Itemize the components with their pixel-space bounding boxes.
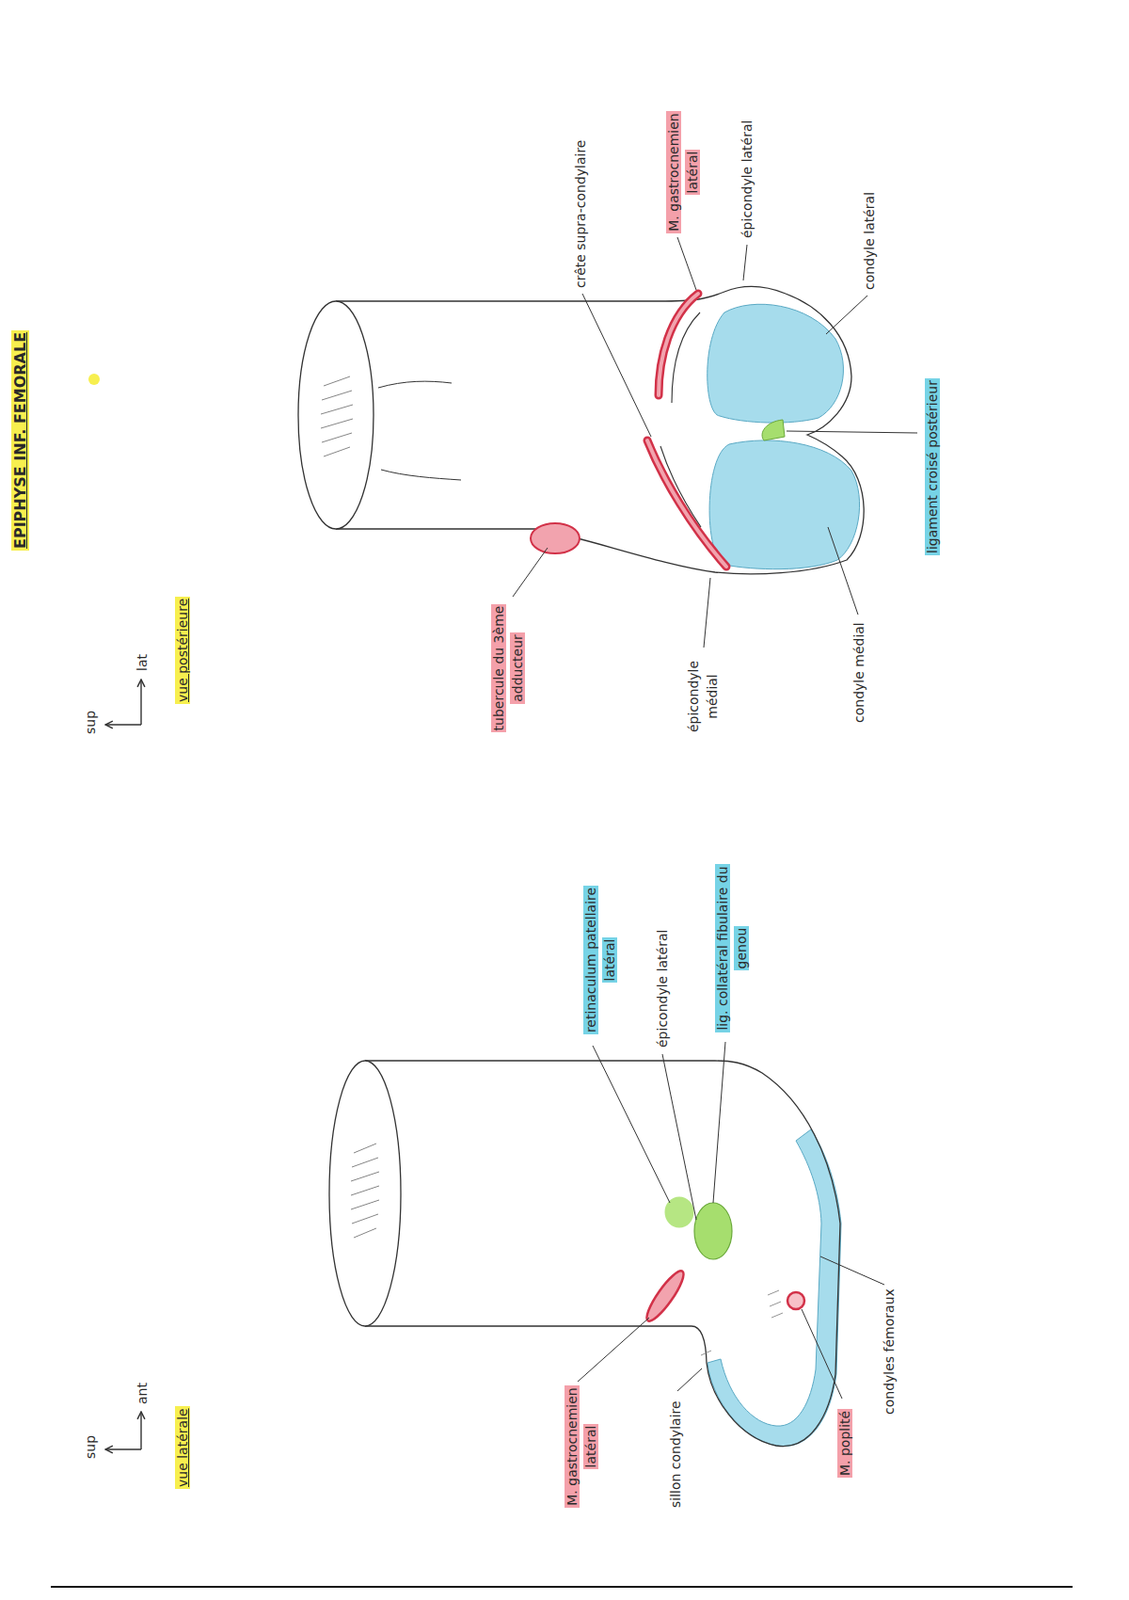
cartilage	[707, 1129, 842, 1447]
leader-lines	[577, 1041, 885, 1399]
part-label: sillon condylaire	[667, 1398, 684, 1510]
highlight-dot	[88, 373, 100, 385]
view-title: vue postérieure	[174, 596, 191, 704]
axis-arrow	[140, 1411, 142, 1449]
muscle-insertion	[530, 523, 580, 554]
shaft-section	[298, 301, 374, 529]
label-box: vue postérieure	[173, 596, 192, 704]
label-box: retinaculum patellaire latéral	[581, 870, 620, 1050]
hatching	[350, 1143, 380, 1238]
muscle-label: M. poplité	[837, 1408, 853, 1478]
axis-label: sup	[82, 708, 98, 736]
label-box: ant	[132, 1380, 152, 1406]
ligament-insertion	[762, 419, 785, 441]
label-box: vue latérale	[173, 1405, 192, 1489]
label-box: M. gastrocnemien latéral	[562, 1375, 601, 1517]
label-box: ligament croisé postérieur	[922, 378, 942, 556]
hatching	[700, 1289, 783, 1355]
condyle-cartilage	[709, 440, 859, 570]
part-label: condyle médial	[851, 620, 867, 725]
muscle-insertion	[641, 1266, 689, 1325]
axis-arrow	[140, 679, 142, 725]
label-box: condyle médial	[849, 620, 869, 725]
part-label: condyle latéral	[861, 190, 877, 292]
supracondylar-ridge	[660, 445, 701, 527]
page-rule	[50, 1585, 1073, 1588]
label-box: condyles fémoraux	[879, 1286, 899, 1416]
muscle-label: M. gastrocnemien latéral	[564, 1384, 599, 1507]
part-label: condyles fémoraux	[881, 1286, 897, 1416]
condyle-cartilage	[707, 303, 844, 423]
ligament-label: retinaculum patellaire latéral	[583, 885, 618, 1034]
label-box: lat	[132, 651, 152, 673]
label-box: M. gastrocnemien latéral	[664, 92, 702, 253]
hatching	[320, 376, 353, 457]
bone-ridge	[378, 381, 452, 388]
ligament-label: lig. collatéral fibulaire du genou	[715, 863, 749, 1032]
axis-arrow	[105, 723, 142, 725]
page-title: EPIPHYSE INF. FEMORALE	[11, 330, 30, 551]
axis-arrows	[105, 679, 142, 1449]
label-box: M. poplité	[835, 1408, 855, 1478]
muscle-insertion	[647, 440, 727, 567]
label-box: condyle latéral	[859, 190, 879, 292]
part-label: épicondyle latéral	[739, 118, 755, 240]
axis-label: sup	[82, 1432, 98, 1461]
label-box: lig. collatéral fibulaire du genou	[713, 851, 751, 1045]
shaft-section	[329, 1060, 401, 1326]
label-box: épicondyle médial	[683, 644, 722, 748]
label-box: épicondyle latéral	[652, 927, 672, 1050]
muscle-insertion	[658, 293, 699, 396]
leader-lines	[512, 237, 918, 648]
axis-label: ant	[134, 1380, 150, 1406]
label-box: crête supra-condylaire	[571, 138, 590, 290]
supracondylar-ridge	[671, 312, 700, 403]
part-label: épicondyle médial	[685, 658, 720, 734]
label-box: sup	[80, 1432, 100, 1461]
ligament-insertion	[694, 1202, 732, 1259]
label-box: sup	[80, 708, 100, 736]
muscle-label: M. gastrocnemien latéral	[666, 111, 700, 233]
bone-ridge	[381, 469, 462, 480]
bone-outline	[335, 286, 864, 574]
ligament-label: ligament croisé postérieur	[924, 378, 940, 556]
part-label: crête supra-condylaire	[572, 138, 589, 290]
label-box: tubercule du 3ème adducteur	[489, 597, 527, 739]
part-label: épicondyle latéral	[654, 927, 670, 1050]
title-box: EPIPHYSE INF. FEMORALE	[11, 330, 31, 551]
ligament-insertion	[663, 1194, 696, 1229]
view-title: vue latérale	[174, 1405, 191, 1489]
label-box: sillon condylaire	[666, 1398, 685, 1510]
muscle-insertion	[787, 1291, 805, 1309]
axis-label: lat	[134, 651, 150, 673]
muscle-insertion	[647, 440, 727, 567]
axis-arrow	[105, 1447, 142, 1449]
bone-outline	[365, 1060, 841, 1447]
label-box: épicondyle latéral	[737, 118, 757, 240]
muscle-label: tubercule du 3ème adducteur	[491, 604, 525, 733]
muscle-insertion	[658, 293, 699, 396]
